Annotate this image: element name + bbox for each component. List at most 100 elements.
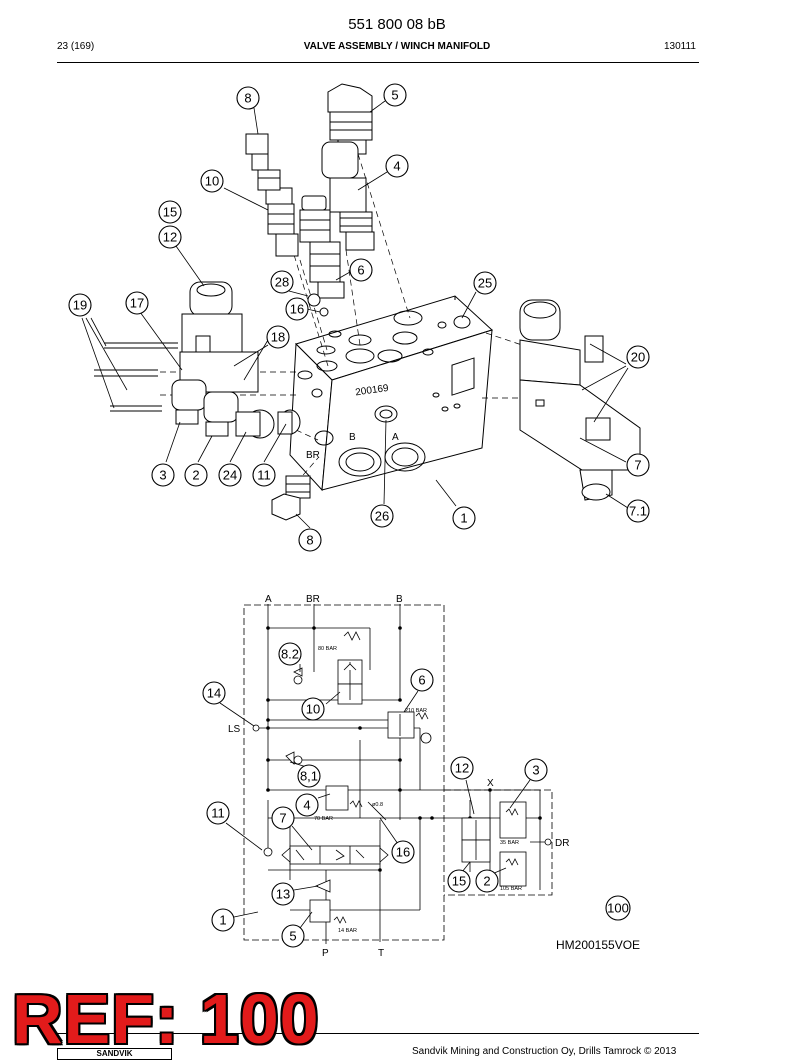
svg-text:14: 14: [207, 686, 221, 701]
port-label-a: A: [392, 432, 399, 443]
valve-3: [171, 379, 207, 425]
callout-8-2: 8.2: [278, 642, 302, 666]
svg-text:7: 7: [634, 458, 641, 473]
svg-text:8: 8: [306, 533, 313, 548]
callout-3: 3: [151, 463, 175, 487]
page-title: VALVE ASSEMBLY / WINCH MANIFOLD: [303, 41, 491, 52]
svg-text:100: 100: [607, 901, 629, 916]
svg-text:1: 1: [460, 511, 467, 526]
callout-3-schem: 3: [524, 758, 548, 782]
svg-text:16: 16: [290, 302, 304, 317]
manifold-block: [289, 295, 493, 492]
svg-text:17: 17: [130, 296, 144, 311]
svg-text:11: 11: [211, 806, 225, 821]
callout-5-schem: 5: [281, 924, 305, 948]
svg-text:4: 4: [393, 159, 400, 174]
drawing-code: HM200155VOE: [556, 938, 641, 952]
callout-11-schem: 11: [206, 801, 230, 825]
callout-8-top: 8: [236, 86, 260, 110]
svg-text:26: 26: [375, 509, 389, 524]
pressure-35: 35 BAR: [500, 840, 519, 846]
svg-text:24: 24: [223, 468, 237, 483]
port-a: A: [265, 594, 272, 605]
header-rule: [57, 62, 699, 63]
callout-11: 11: [252, 463, 276, 487]
callout-25: 25: [473, 271, 497, 295]
svg-text:1: 1: [219, 913, 226, 928]
cartridge-10: [265, 187, 299, 257]
valve-symbols: [252, 631, 552, 924]
plug-24: [235, 409, 275, 439]
callout-12: 12: [158, 225, 182, 249]
callout-4: 4: [385, 154, 409, 178]
block-marking: 200169: [355, 383, 390, 399]
svg-text:16: 16: [396, 845, 410, 860]
callout-10: 10: [200, 169, 224, 193]
callout-1: 1: [452, 506, 476, 530]
callout-26: 26: [370, 504, 394, 528]
plug-8-top: [245, 133, 281, 191]
callout-7: 7: [626, 453, 650, 477]
ref-stamp: REF: 100: [12, 980, 320, 1058]
port-label-br: BR: [306, 450, 320, 461]
leader-lines: [81, 100, 629, 529]
svg-text:8,1: 8,1: [300, 769, 318, 784]
port-t: T: [378, 948, 384, 959]
footer-copyright: Sandvik Mining and Construction Oy, Dril…: [412, 1046, 677, 1057]
svg-text:28: 28: [275, 275, 289, 290]
svg-text:3: 3: [159, 468, 166, 483]
svg-text:11: 11: [257, 468, 271, 483]
directional-valve-7: [519, 299, 641, 501]
svg-text:15: 15: [452, 874, 466, 889]
callout-17: 17: [125, 291, 149, 315]
callout-18: 18: [266, 325, 290, 349]
callout-7-schem: 7: [271, 806, 295, 830]
page-date: 130111: [664, 41, 696, 52]
svg-text:25: 25: [478, 276, 492, 291]
svg-text:12: 12: [455, 761, 469, 776]
valve-2: [203, 391, 239, 437]
svg-text:8: 8: [244, 91, 251, 106]
footer-rule: [57, 1033, 699, 1034]
svg-text:15: 15: [163, 205, 177, 220]
callout-16: 16: [285, 297, 309, 321]
callout-12-schem: 12: [450, 756, 474, 780]
svg-text:5: 5: [289, 929, 296, 944]
callout-16-schem: 16: [391, 840, 415, 864]
callout-24: 24: [218, 463, 242, 487]
port-p: P: [322, 948, 329, 959]
callout-15-schem: 15: [447, 869, 471, 893]
svg-text:6: 6: [418, 673, 425, 688]
callout-14: 14: [202, 681, 226, 705]
callout-19: 19: [68, 293, 92, 317]
plug-11: [277, 409, 301, 435]
callout-7-1: 7.1: [626, 499, 650, 523]
document-number: 551 800 08 bB: [348, 16, 446, 33]
callout-20: 20: [626, 345, 650, 369]
callout-15: 15: [158, 200, 182, 224]
pressure-105: 105 BAR: [500, 886, 522, 892]
callout-10-schem: 10: [301, 697, 325, 721]
callout-4-schem: 4: [295, 793, 319, 817]
svg-text:13: 13: [276, 887, 290, 902]
callout-8-1: 8,1: [297, 764, 321, 788]
svg-text:7: 7: [279, 811, 286, 826]
port-ls: LS: [228, 724, 241, 735]
callout-13: 13: [271, 882, 295, 906]
svg-text:12: 12: [163, 230, 177, 245]
orifice-28: [307, 293, 321, 307]
svg-text:3: 3: [532, 763, 539, 778]
cartridge-6: [299, 195, 345, 299]
callout-6: 6: [349, 258, 373, 282]
callout-100: 100: [605, 895, 631, 921]
port-dr: DR: [555, 838, 569, 849]
bolts-19: [94, 342, 178, 412]
callout-28: 28: [270, 270, 294, 294]
pressure-70: 70 BAR: [314, 816, 333, 822]
svg-text:2: 2: [483, 874, 490, 889]
svg-text:20: 20: [631, 350, 645, 365]
